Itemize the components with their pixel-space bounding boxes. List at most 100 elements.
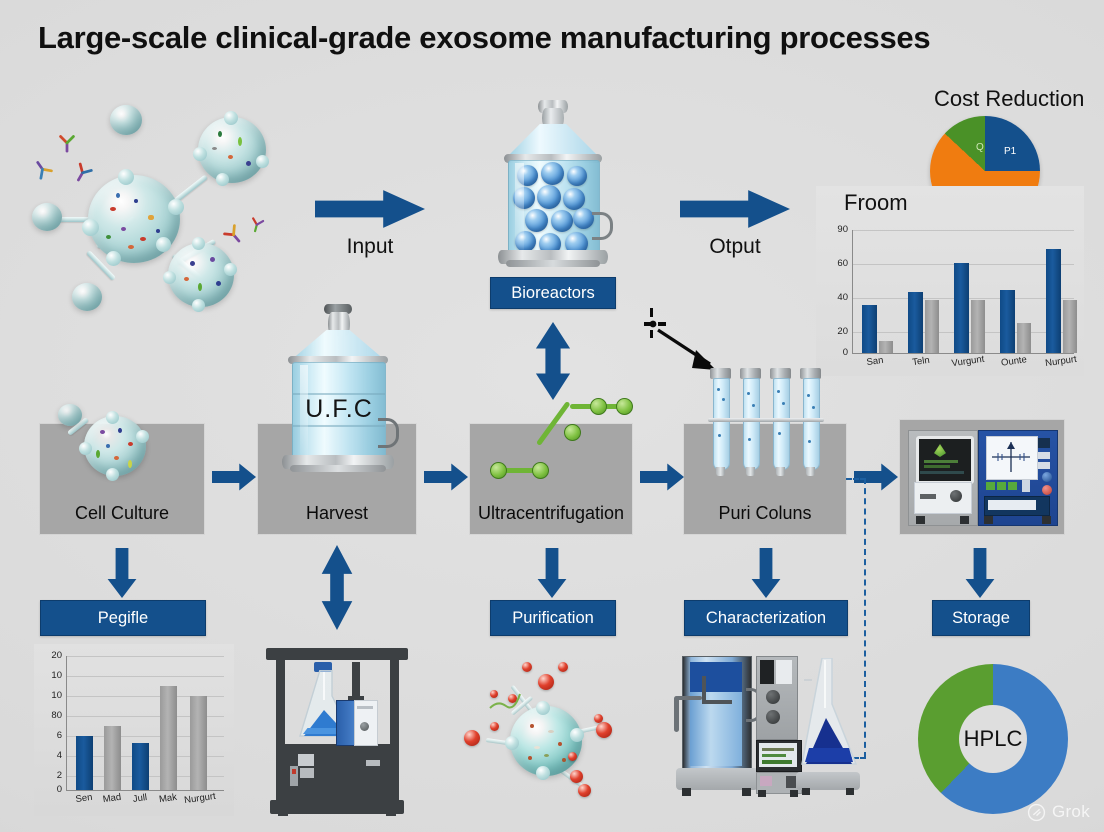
purification-columns-illustration <box>708 368 824 494</box>
ligand-dot <box>538 674 554 690</box>
grok-logo-icon <box>1027 803 1046 821</box>
ligand-dot <box>558 662 568 672</box>
profile-ytick: 4 <box>56 750 62 761</box>
exosome-sphere <box>193 111 269 186</box>
watermark: Grok <box>1027 802 1090 822</box>
watermark-label: Grok <box>1051 802 1090 821</box>
chip-characterization-label: Characterization <box>705 608 827 627</box>
ligand-dot <box>594 714 603 723</box>
chip-storage-label: Storage <box>952 608 1010 627</box>
chip-characterization[interactable]: Characterization <box>684 600 848 636</box>
profile-ytick: 20 <box>51 650 62 661</box>
profile-ytick: 0 <box>56 784 62 795</box>
stage-ultracentrifugation[interactable]: Ultracentrifugation <box>470 424 632 534</box>
bioreactor-illustration <box>492 100 614 268</box>
froom-chart: Froom 90 60 40 20 0 San Teln Vurgunt <box>816 186 1084 376</box>
froom-ytick: 20 <box>837 326 848 337</box>
dashed-connector-vertical <box>864 478 866 758</box>
flow-arrow-2-icon <box>424 463 468 491</box>
chip-storage[interactable]: Storage <box>932 600 1030 636</box>
froom-xtick: Teln <box>911 354 931 369</box>
harvest-lab-apparatus-illustration <box>262 648 412 820</box>
flow-arrow-1-icon <box>212 463 256 491</box>
exosome-sphere <box>163 237 237 312</box>
antibody-icon <box>59 135 75 153</box>
ligand-dot <box>522 662 532 672</box>
harvest-vessel-illustration: U.F.C <box>276 300 400 500</box>
antibody-icon <box>252 217 265 233</box>
purification-molecule-illustration <box>452 660 632 820</box>
chip-profile[interactable]: Pegifle <box>40 600 206 636</box>
output-arrow-icon <box>680 190 790 228</box>
ligand-dot <box>568 752 577 761</box>
dashed-connector-horizontal <box>846 478 866 480</box>
dashed-connector-horizontal-bottom <box>846 757 866 759</box>
chip-bioreactors[interactable]: Bioreactors <box>490 277 616 309</box>
froom-xtick: San <box>865 354 885 369</box>
hplc-donut-center-label: HPLC <box>959 705 1027 773</box>
exosome-sphere <box>82 169 184 266</box>
ligand-dot <box>578 784 591 797</box>
chip-bioreactors-label: Bioreactors <box>511 283 595 302</box>
hplc-donut-chart: HPLC <box>906 660 1078 830</box>
froom-bar-blue <box>1000 290 1015 353</box>
line-node <box>616 398 633 415</box>
profile-bar <box>132 743 149 790</box>
pie-slice-label-q: Q <box>976 142 984 153</box>
pie-slice-label-p1: P1 <box>1004 146 1017 157</box>
exosome-satellite <box>32 203 62 231</box>
line-node <box>564 424 581 441</box>
froom-bar-gray <box>925 300 939 353</box>
hplc-machine-illustration <box>908 426 1058 528</box>
down-arrow-purification-icon <box>537 548 567 598</box>
harvest-vessel-text: U.F.C <box>305 395 373 423</box>
profile-bar <box>76 736 93 790</box>
chip-purification[interactable]: Purification <box>490 600 616 636</box>
antibody-icon <box>36 161 53 180</box>
input-arrow-icon <box>315 190 425 228</box>
antibody-icon <box>77 162 93 182</box>
stage-ultracentrifugation-label: Ultracentrifugation <box>477 503 625 523</box>
froom-ytick: 40 <box>837 292 848 303</box>
profile-bar <box>104 726 121 790</box>
chip-profile-label: Pegifle <box>97 608 149 627</box>
froom-bar-gray <box>1063 300 1077 353</box>
froom-bar-gray <box>879 341 893 353</box>
froom-xtick: Nurpurt <box>1044 353 1078 370</box>
profile-ytick: 10 <box>51 690 62 701</box>
froom-ytick: 0 <box>842 347 848 358</box>
chip-purification-label: Purification <box>512 608 594 627</box>
ligand-dot <box>490 690 498 698</box>
ligand-dot <box>570 770 583 783</box>
froom-bar-gray <box>971 300 985 353</box>
cost-reduction-title: Cost Reduction <box>934 86 1085 111</box>
output-arrow-label: Otput <box>709 235 761 258</box>
froom-bar-blue <box>1046 249 1061 353</box>
ligand-dot <box>508 694 517 703</box>
froom-bar-blue <box>862 305 877 353</box>
exosome-cluster-illustration <box>20 95 310 340</box>
input-arrow-label: Input <box>346 235 394 258</box>
froom-bar-blue <box>908 292 923 353</box>
antibody-icon <box>223 224 241 243</box>
froom-ytick: 60 <box>837 258 848 269</box>
line-node <box>590 398 607 415</box>
stage-purification-columns-label: Puri Coluns <box>718 503 812 523</box>
stage-harvest-label: Harvest <box>305 503 368 523</box>
updown-arrow-harvest-icon <box>321 545 353 630</box>
stage-cell-culture-label: Cell Culture <box>74 503 170 523</box>
ligand-dot <box>596 722 612 738</box>
bioreactor-vertical-arrow-icon <box>535 322 571 400</box>
profile-xtick: Nurgurt <box>183 790 217 807</box>
ultracentrifugation-line-plot <box>480 392 633 482</box>
pointer-arrow-icon <box>644 308 716 370</box>
exosome-satellite <box>110 105 142 135</box>
flow-arrow-3-icon <box>640 463 684 491</box>
page-title: Large-scale clinical-grade exosome manuf… <box>38 20 931 55</box>
profile-ytick: 6 <box>56 730 62 741</box>
down-arrow-storage-icon <box>965 548 995 598</box>
froom-bar-gray <box>1017 323 1031 353</box>
froom-ytick: 90 <box>837 224 848 235</box>
profile-bar <box>190 696 207 790</box>
